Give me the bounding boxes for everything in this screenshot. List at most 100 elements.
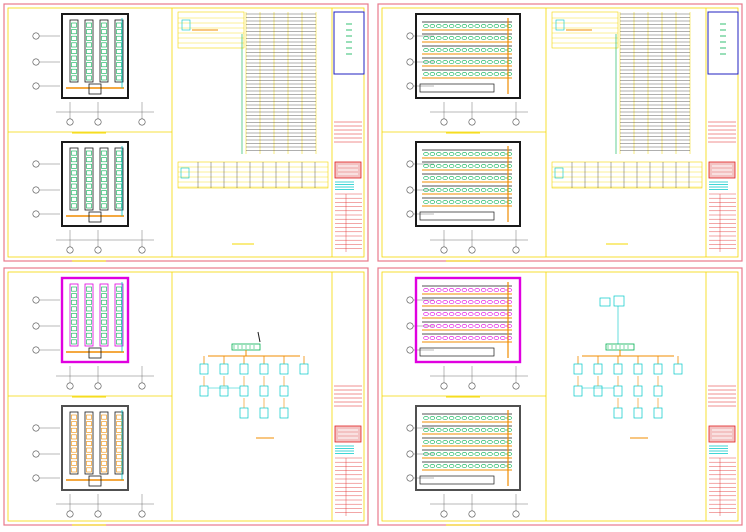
rack-unit <box>461 164 468 168</box>
room-wall <box>415 405 521 491</box>
rack-unit <box>493 200 500 204</box>
rack-unit <box>500 188 506 192</box>
cabinet-unit <box>71 157 77 163</box>
cabinet-unit <box>86 55 92 61</box>
rack-unit <box>423 48 429 52</box>
network-uplink <box>257 331 261 343</box>
cabinet-unit <box>101 414 107 420</box>
rack-unit <box>493 288 500 292</box>
cabinet-unit <box>101 190 107 196</box>
rack-unit <box>461 200 468 204</box>
rack-unit <box>474 152 480 156</box>
rack-unit <box>506 24 512 28</box>
rack-unit <box>423 152 429 156</box>
cabinet-unit <box>71 49 77 54</box>
rack-unit <box>448 416 455 420</box>
sheet-bottom-right <box>377 267 743 526</box>
rack-unit <box>474 452 480 456</box>
cabinet-unit <box>86 332 92 338</box>
cabinet-row <box>114 147 124 211</box>
rack-unit <box>436 324 442 328</box>
rack-unit <box>429 176 436 180</box>
cabinet-unit <box>101 454 107 460</box>
rack-unit <box>500 24 506 28</box>
rack-unit <box>461 152 468 156</box>
cabinet-row <box>114 411 124 475</box>
rack-unit <box>455 312 461 316</box>
plan-lower <box>32 141 154 262</box>
cabinet-unit <box>71 414 77 420</box>
rack-unit <box>442 176 448 180</box>
table-key <box>181 19 191 31</box>
rack-unit <box>436 312 442 316</box>
rack-unit <box>487 452 493 456</box>
cabinet-unit <box>71 467 77 473</box>
rack-unit <box>423 452 429 456</box>
rack-unit <box>506 416 512 420</box>
rack-unit <box>442 440 448 444</box>
grid-axis-bubble-icon <box>406 322 414 330</box>
table-key <box>554 167 564 179</box>
rack-unit <box>493 36 500 40</box>
cabinet-unit <box>116 177 122 182</box>
network-device-icon <box>219 363 229 375</box>
cabinet-unit <box>101 55 107 61</box>
rack-unit <box>474 188 480 192</box>
network-device-icon <box>633 407 643 419</box>
cabinet-unit <box>116 326 122 332</box>
rack-unit <box>474 72 480 76</box>
rack-unit <box>436 152 442 156</box>
grid-axis-bubble-icon <box>32 296 40 304</box>
rack-unit <box>442 300 448 304</box>
rack-unit <box>442 464 448 468</box>
cabinet-unit <box>86 447 92 453</box>
title-block <box>708 385 736 516</box>
rack-unit <box>474 176 480 180</box>
rack-unit <box>506 164 512 168</box>
cabinet-unit <box>71 421 77 427</box>
rack-unit <box>480 152 487 156</box>
grid-axis-bubble-icon <box>32 82 40 90</box>
cabinet-unit <box>71 196 77 202</box>
rack-unit <box>423 72 429 76</box>
rack-unit <box>480 336 487 340</box>
rack-unit <box>429 428 436 432</box>
rack-unit <box>480 324 487 328</box>
grid-axis-bubble-icon <box>94 510 102 518</box>
rack-unit <box>461 452 468 456</box>
rack-unit <box>423 188 429 192</box>
rack-unit <box>429 336 436 340</box>
cabinet-unit <box>116 196 122 202</box>
cabinet-row <box>69 283 79 347</box>
cabinet-unit <box>71 35 77 41</box>
cabinet-unit <box>116 35 122 41</box>
rack-unit <box>480 176 487 180</box>
cabinet-unit <box>116 454 122 460</box>
cabinet-unit <box>86 183 92 189</box>
rack-unit <box>468 312 474 316</box>
cabinet-unit <box>101 68 107 74</box>
cabinet-row <box>84 19 94 83</box>
rack-unit <box>480 452 487 456</box>
cabinet-unit <box>101 35 107 41</box>
rack-unit <box>429 416 436 420</box>
network-device-icon <box>259 407 269 419</box>
cabinet-unit <box>101 326 107 332</box>
cabinet-unit <box>86 434 92 440</box>
cabinet-unit <box>116 306 122 312</box>
rack-unit <box>442 152 448 156</box>
cabinet-row <box>84 147 94 211</box>
rack-unit <box>500 60 506 64</box>
rack-unit <box>461 428 468 432</box>
rack-unit <box>493 464 500 468</box>
rack-unit <box>500 428 506 432</box>
cabinet-unit <box>116 286 122 292</box>
rack-unit <box>436 440 442 444</box>
cabinet-unit <box>71 286 77 292</box>
rack-unit <box>436 200 442 204</box>
grid-axis-bubble-icon <box>138 118 146 126</box>
grid-axis-bubble-icon <box>94 382 102 390</box>
rack-unit <box>442 336 448 340</box>
sheet-outer-border <box>377 267 743 526</box>
